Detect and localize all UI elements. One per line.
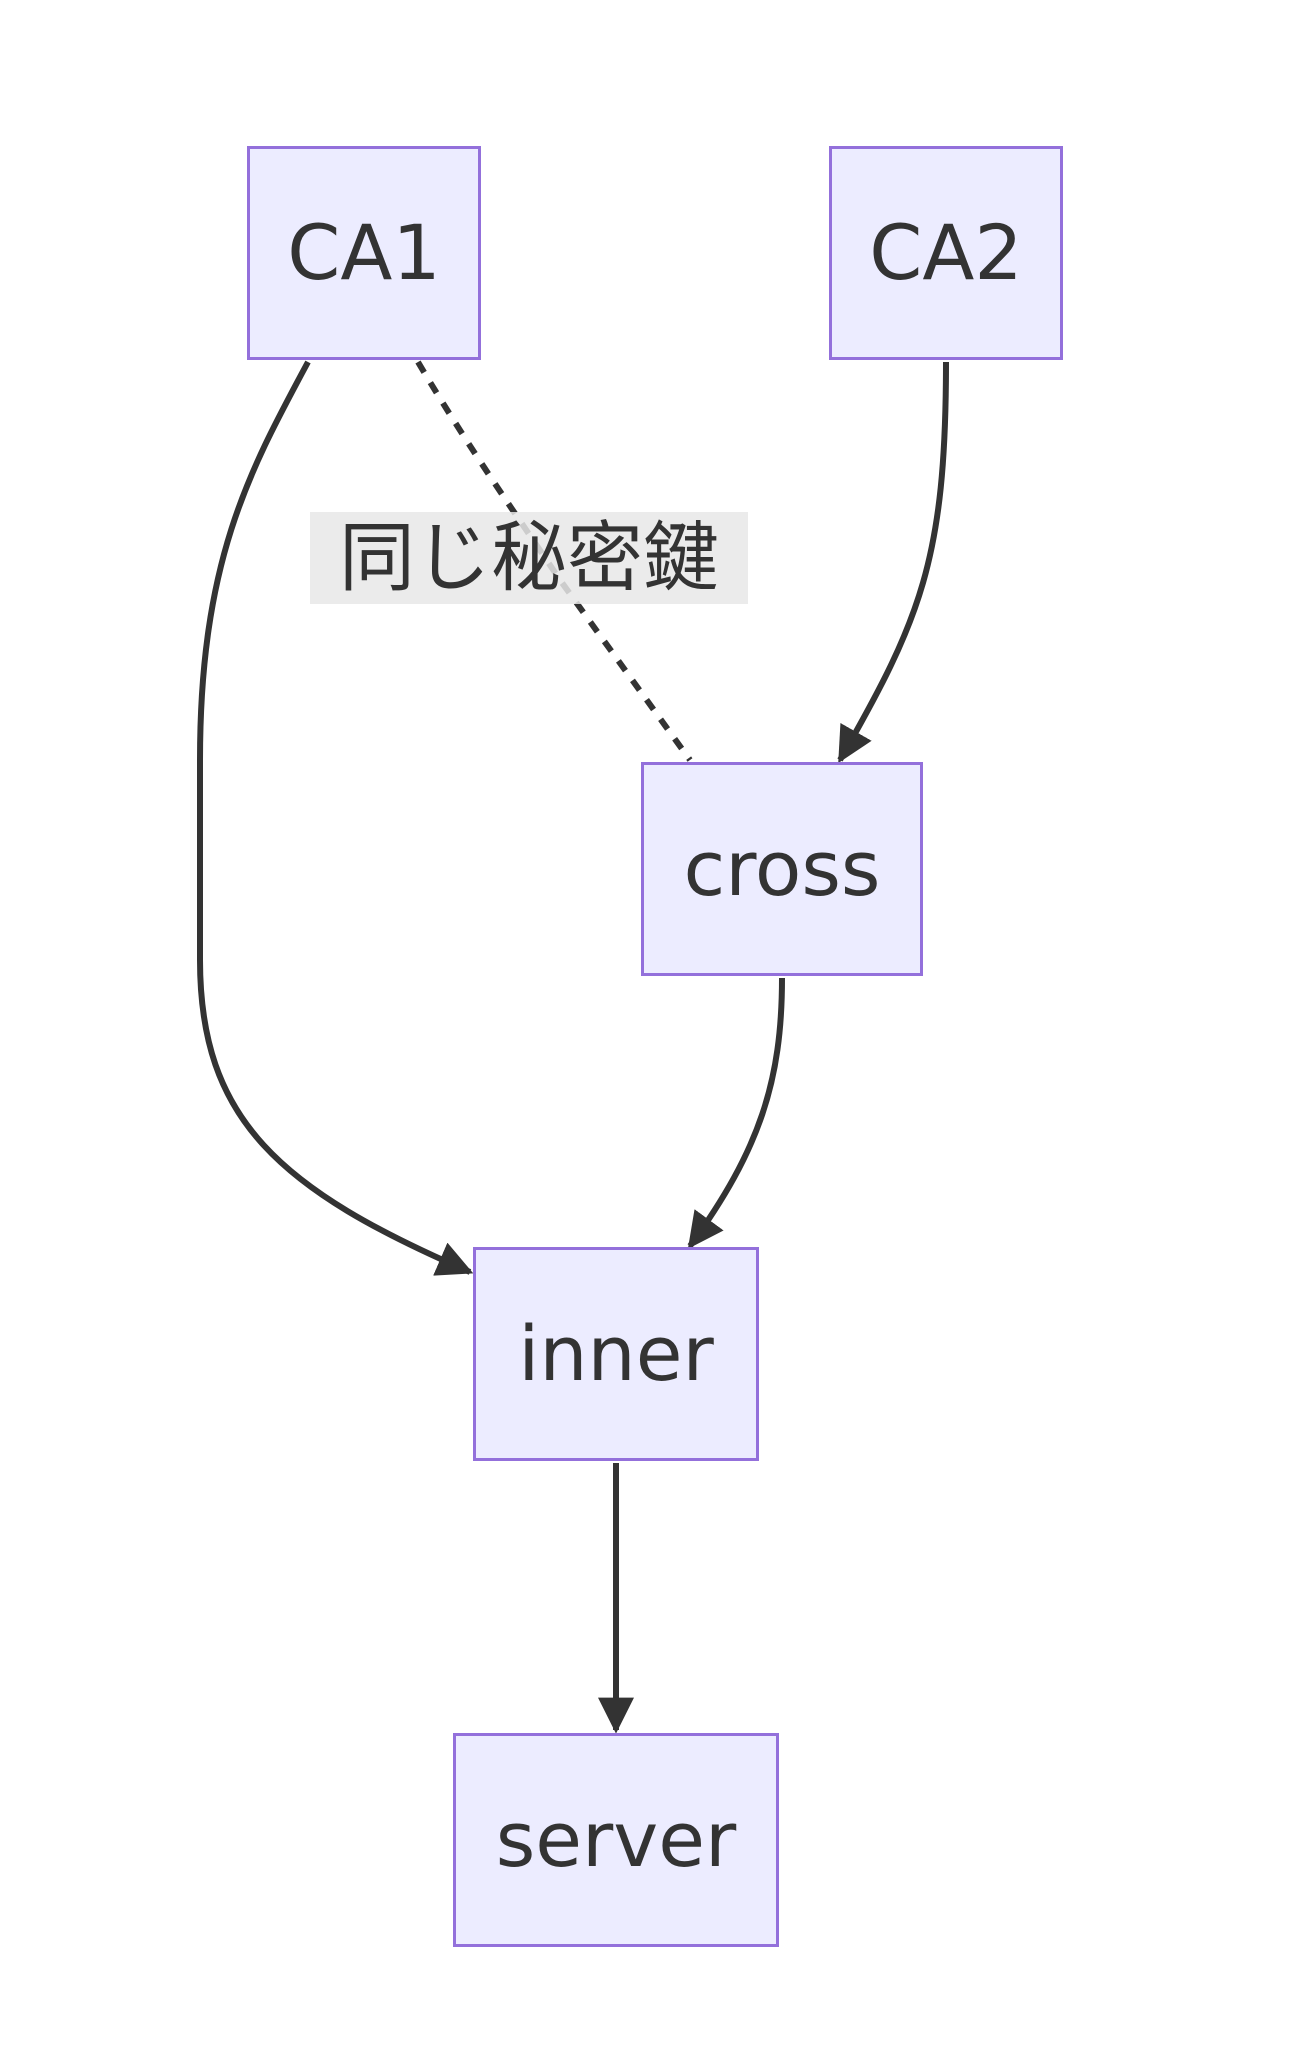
edge-cross-to-inner <box>687 977 785 1249</box>
edge-label-same-private-key: 同じ秘密鍵 <box>310 512 748 604</box>
node-ca2-label: CA2 <box>869 208 1023 297</box>
node-server: server <box>453 1733 779 1947</box>
node-ca1-label: CA1 <box>287 208 441 297</box>
edge-ca2-to-cross <box>837 361 949 764</box>
node-inner: inner <box>473 1247 759 1461</box>
node-cross: cross <box>641 762 923 976</box>
node-cross-label: cross <box>683 824 881 913</box>
node-ca1: CA1 <box>247 146 481 360</box>
node-server-label: server <box>495 1795 737 1884</box>
node-inner-label: inner <box>518 1309 714 1398</box>
edge-ca1-to-inner <box>197 360 474 1276</box>
node-ca2: CA2 <box>829 146 1063 360</box>
